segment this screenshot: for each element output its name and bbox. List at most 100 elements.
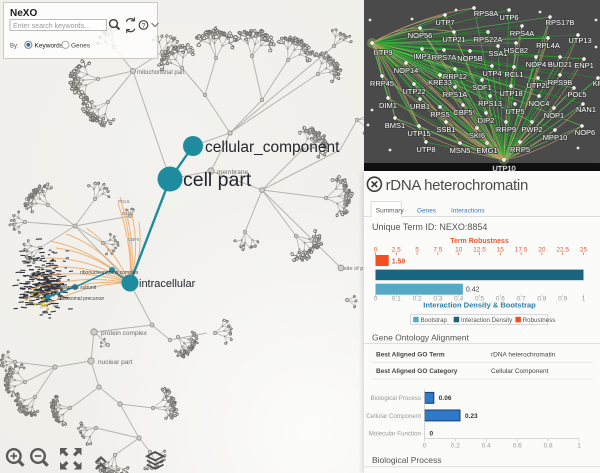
svg-text:IMP3: IMP3	[413, 52, 431, 61]
svg-text:RPL4A: RPL4A	[536, 41, 560, 50]
svg-text:5: 5	[415, 247, 419, 254]
svg-text:Cellular Component: Cellular Component	[366, 413, 421, 420]
svg-text:UTP7: UTP7	[435, 18, 454, 27]
svg-text:RRP12: RRP12	[443, 72, 467, 81]
svg-text:NOC4: NOC4	[529, 99, 550, 108]
svg-text:0: 0	[430, 430, 434, 437]
svg-text:NAN1: NAN1	[576, 105, 596, 114]
svg-text:Best Aligned GO Category: Best Aligned GO Category	[376, 368, 458, 375]
svg-text:UTP5: UTP5	[505, 107, 524, 116]
svg-text:10: 10	[455, 247, 463, 254]
svg-text:URB1: URB1	[410, 102, 430, 111]
svg-text:intracellular: intracellular	[139, 278, 196, 290]
svg-text:UTP15: UTP15	[407, 129, 430, 138]
svg-text:EMG1: EMG1	[476, 146, 497, 155]
svg-text:Cellular Component: Cellular Component	[491, 368, 549, 375]
svg-text:POL5: POL5	[567, 90, 586, 99]
svg-text:Biological Process: Biological Process	[370, 395, 421, 402]
svg-text:7.5: 7.5	[433, 247, 442, 254]
svg-text:MSN5: MSN5	[450, 146, 471, 155]
svg-text:Best Aligned GO Term: Best Aligned GO Term	[376, 351, 445, 358]
svg-text:RPS7A: RPS7A	[432, 53, 457, 62]
svg-text:22.5: 22.5	[556, 247, 569, 254]
svg-text:NOP4: NOP4	[526, 60, 546, 69]
svg-text:RRP45: RRP45	[370, 79, 394, 88]
svg-text:SSB1: SSB1	[436, 125, 455, 134]
svg-text:DIM1: DIM1	[379, 101, 397, 110]
svg-text:site of p: site of p	[344, 266, 363, 272]
svg-text:Biological Process: Biological Process	[372, 455, 441, 465]
svg-text:PWP2: PWP2	[521, 125, 542, 134]
svg-text:0.2: 0.2	[451, 443, 460, 450]
svg-text:NeXO: NeXO	[10, 8, 37, 19]
svg-text:NOP1: NOP1	[544, 111, 564, 120]
svg-text:RRP5: RRP5	[510, 145, 530, 154]
svg-text:CBF5: CBF5	[128, 237, 140, 242]
svg-text:ENP1: ENP1	[574, 61, 594, 70]
svg-text:Summary: Summary	[376, 208, 405, 215]
svg-text:UTP13: UTP13	[568, 36, 591, 45]
svg-text:BUD21: BUD21	[548, 60, 572, 69]
svg-text:?: ?	[142, 23, 146, 30]
svg-text:Genes: Genes	[71, 42, 91, 49]
svg-text:0.8: 0.8	[537, 296, 546, 303]
svg-text:ribosomal subunit: ribosomal subunit	[57, 285, 97, 291]
svg-text:UTP20: UTP20	[526, 81, 549, 90]
svg-text:ribosomal precursor: ribosomal precursor	[60, 296, 105, 302]
svg-text:UTP10: UTP10	[492, 164, 515, 173]
svg-text:Interactions: Interactions	[451, 208, 485, 215]
svg-text:Keywords: Keywords	[35, 42, 64, 49]
svg-text:1: 1	[577, 443, 581, 450]
svg-text:SOF1: SOF1	[472, 83, 492, 92]
svg-text:POL5: POL5	[118, 199, 130, 204]
svg-text:UTP9: UTP9	[373, 48, 392, 57]
svg-text:rDNA heterochromatin: rDNA heterochromatin	[491, 351, 556, 358]
svg-text:0.3: 0.3	[433, 296, 442, 303]
svg-text:NOP6: NOP6	[575, 128, 595, 137]
svg-text:rDNA heterochromatin: rDNA heterochromatin	[386, 177, 528, 194]
svg-text:membrane: membrane	[217, 169, 248, 176]
svg-text:UTP21: UTP21	[442, 35, 465, 44]
svg-text:25: 25	[580, 247, 588, 254]
svg-text:0.4: 0.4	[454, 296, 463, 303]
svg-text:0.2: 0.2	[413, 296, 422, 303]
svg-text:0: 0	[374, 296, 378, 303]
svg-text:0.42: 0.42	[466, 287, 480, 294]
svg-text:RCL1: RCL1	[504, 70, 523, 79]
svg-text:UTP8: UTP8	[416, 145, 435, 154]
svg-text:0.23: 0.23	[465, 413, 478, 420]
svg-text:NOP14: NOP14	[394, 66, 419, 75]
svg-text:Term Robustness: Term Robustness	[450, 238, 509, 245]
svg-text:Enter search keywords...: Enter search keywords...	[13, 23, 90, 30]
svg-text:0.6: 0.6	[513, 443, 522, 450]
svg-text:Interaction Density & Bootstra: Interaction Density & Bootstrap	[423, 301, 536, 310]
svg-text:UTP22: UTP22	[402, 87, 425, 96]
svg-text:17.5: 17.5	[515, 247, 528, 254]
svg-text:DIP2: DIP2	[478, 116, 495, 125]
svg-text:0.7: 0.7	[517, 296, 526, 303]
svg-text:0.8: 0.8	[544, 443, 553, 450]
svg-text:RPS17B: RPS17B	[546, 18, 575, 27]
svg-text:Interaction Density: Interaction Density	[461, 317, 513, 324]
svg-text:15: 15	[497, 247, 505, 254]
svg-text:MPP10: MPP10	[543, 133, 568, 142]
svg-text:HSC82: HSC82	[504, 46, 528, 55]
svg-text:protein complex: protein complex	[101, 330, 148, 337]
svg-text:Gene Ontology Alignment: Gene Ontology Alignment	[372, 333, 470, 343]
svg-text:KRE33: KRE33	[428, 78, 452, 87]
svg-text:NOP56: NOP56	[408, 31, 433, 40]
svg-text:Molecular Function: Molecular Function	[369, 430, 422, 437]
svg-text:Robustness: Robustness	[523, 317, 556, 324]
svg-text:RPS22A: RPS22A	[474, 35, 503, 44]
svg-text:RPS1A: RPS1A	[443, 90, 468, 99]
svg-text:UTP18: UTP18	[499, 89, 522, 98]
svg-text:0.06: 0.06	[439, 395, 452, 402]
svg-text:NOP5B: NOP5B	[457, 54, 482, 63]
svg-text:2.5: 2.5	[392, 247, 401, 254]
svg-text:UTP4: UTP4	[482, 69, 501, 78]
svg-text:RPS13: RPS13	[478, 99, 502, 108]
svg-text:Bootstrap: Bootstrap	[421, 317, 448, 324]
svg-text:RPS8A: RPS8A	[474, 9, 499, 18]
svg-text:0.1: 0.1	[392, 296, 401, 303]
svg-text:nuclear part: nuclear part	[98, 359, 133, 366]
